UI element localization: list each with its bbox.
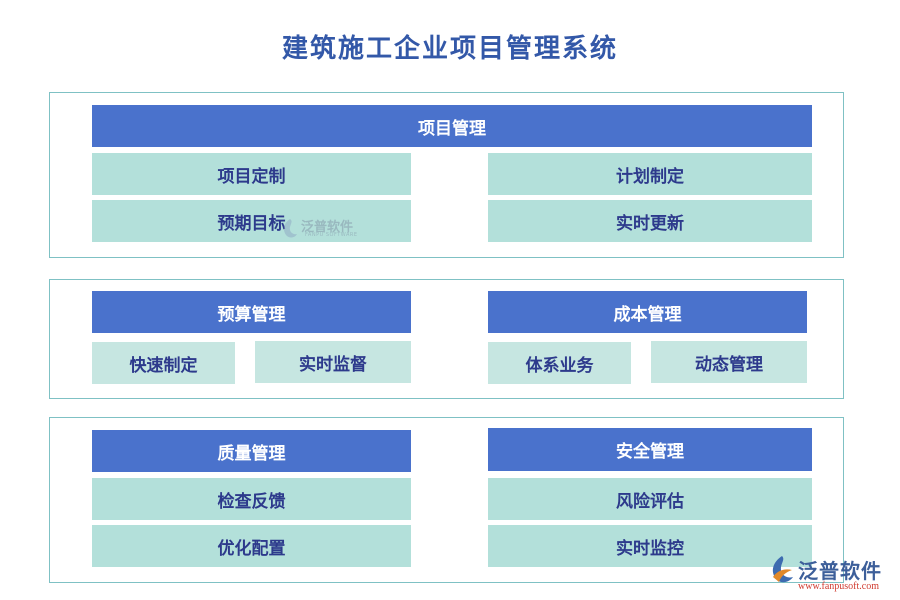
watermark-text: 泛普软件 [301, 220, 354, 235]
dynamic-management-item: 动态管理 [651, 341, 807, 383]
expected-goal-item: 预期目标 [92, 200, 411, 242]
cost-management-header: 成本管理 [488, 291, 807, 333]
watermark: 泛普软件 FANPU SOFTWARE [281, 216, 371, 242]
fanpu-watermark-icon [283, 219, 297, 238]
watermark-subtext: FANPU SOFTWARE [305, 232, 358, 238]
project-management-header: 项目管理 [92, 105, 812, 147]
logo-url: www.fanpusoft.com [798, 581, 880, 592]
realtime-update-item: 实时更新 [488, 200, 812, 242]
quality-management-header: 质量管理 [92, 430, 411, 472]
inspection-feedback-item: 检查反馈 [92, 478, 411, 520]
realtime-monitoring-item: 实时监控 [488, 525, 812, 567]
optimized-allocation-item: 优化配置 [92, 525, 411, 567]
risk-assessment-item: 风险评估 [488, 478, 812, 520]
project-customization-item: 项目定制 [92, 153, 411, 195]
logo-text: 泛普软件 [798, 559, 882, 583]
fanpu-logo-icon [772, 556, 793, 583]
safety-management-header: 安全管理 [488, 428, 812, 471]
system-business-item: 体系业务 [488, 342, 631, 384]
budget-management-header: 预算管理 [92, 291, 411, 333]
realtime-supervision-item: 实时监督 [255, 341, 411, 383]
fanpu-logo: 泛普软件 www.fanpusoft.com [768, 553, 894, 597]
plan-formulation-item: 计划制定 [488, 153, 812, 195]
page-title: 建筑施工企业项目管理系统 [281, 34, 618, 64]
quick-formulation-item: 快速制定 [92, 342, 235, 384]
